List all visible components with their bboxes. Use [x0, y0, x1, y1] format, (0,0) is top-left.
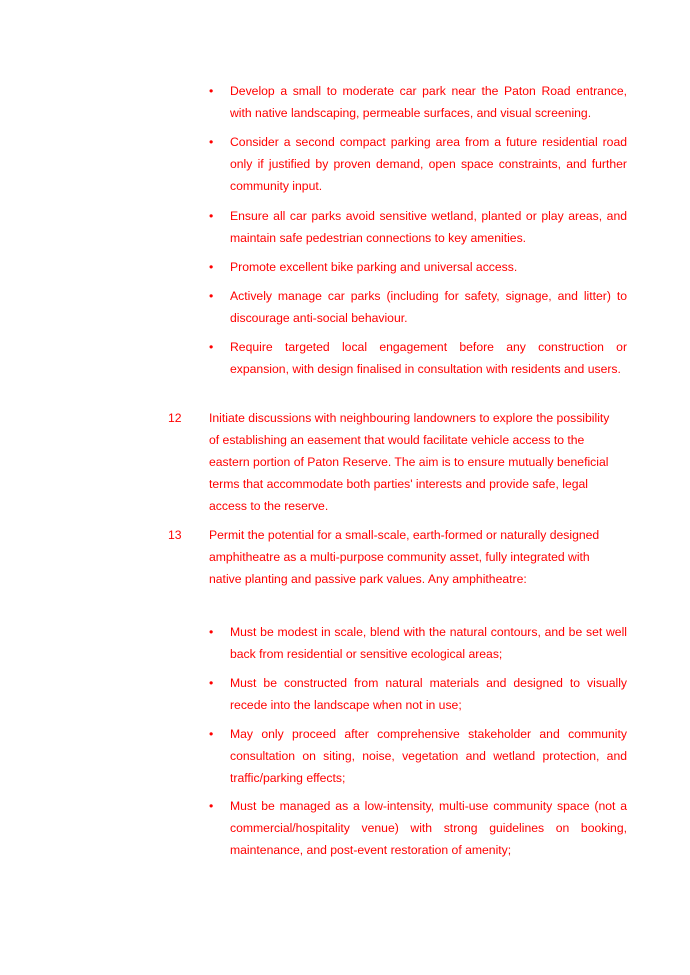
bullet-icon: •: [209, 625, 214, 639]
amphitheatre-bullet: •Must be managed as a low-intensity, mul…: [209, 795, 627, 861]
item-number: 13: [168, 528, 182, 542]
amphitheatre-bullet: •Must be modest in scale, blend with the…: [209, 621, 627, 665]
bullet-icon: •: [209, 289, 214, 303]
bullet-icon: •: [209, 340, 214, 354]
bullet-icon: •: [209, 209, 214, 223]
bullet-icon: •: [209, 135, 214, 149]
bullet-icon: •: [209, 676, 214, 690]
item-number: 12: [168, 411, 182, 425]
bullet-icon: •: [209, 260, 214, 274]
parking-bullet: •Consider a second compact parking area …: [209, 131, 627, 197]
amphitheatre-bullet: •Must be constructed from natural materi…: [209, 672, 627, 716]
bullet-icon: •: [209, 727, 214, 741]
bullet-icon: •: [209, 799, 214, 813]
parking-bullet: •Ensure all car parks avoid sensitive we…: [209, 205, 627, 249]
parking-bullet: •Develop a small to moderate car park ne…: [209, 80, 627, 124]
parking-bullet: •Promote excellent bike parking and univ…: [209, 256, 627, 278]
parking-bullet: •Require targeted local engagement befor…: [209, 336, 627, 380]
amphitheatre-bullet: •May only proceed after comprehensive st…: [209, 723, 627, 789]
bullet-icon: •: [209, 84, 214, 98]
parking-bullet: •Actively manage car parks (including fo…: [209, 285, 627, 329]
